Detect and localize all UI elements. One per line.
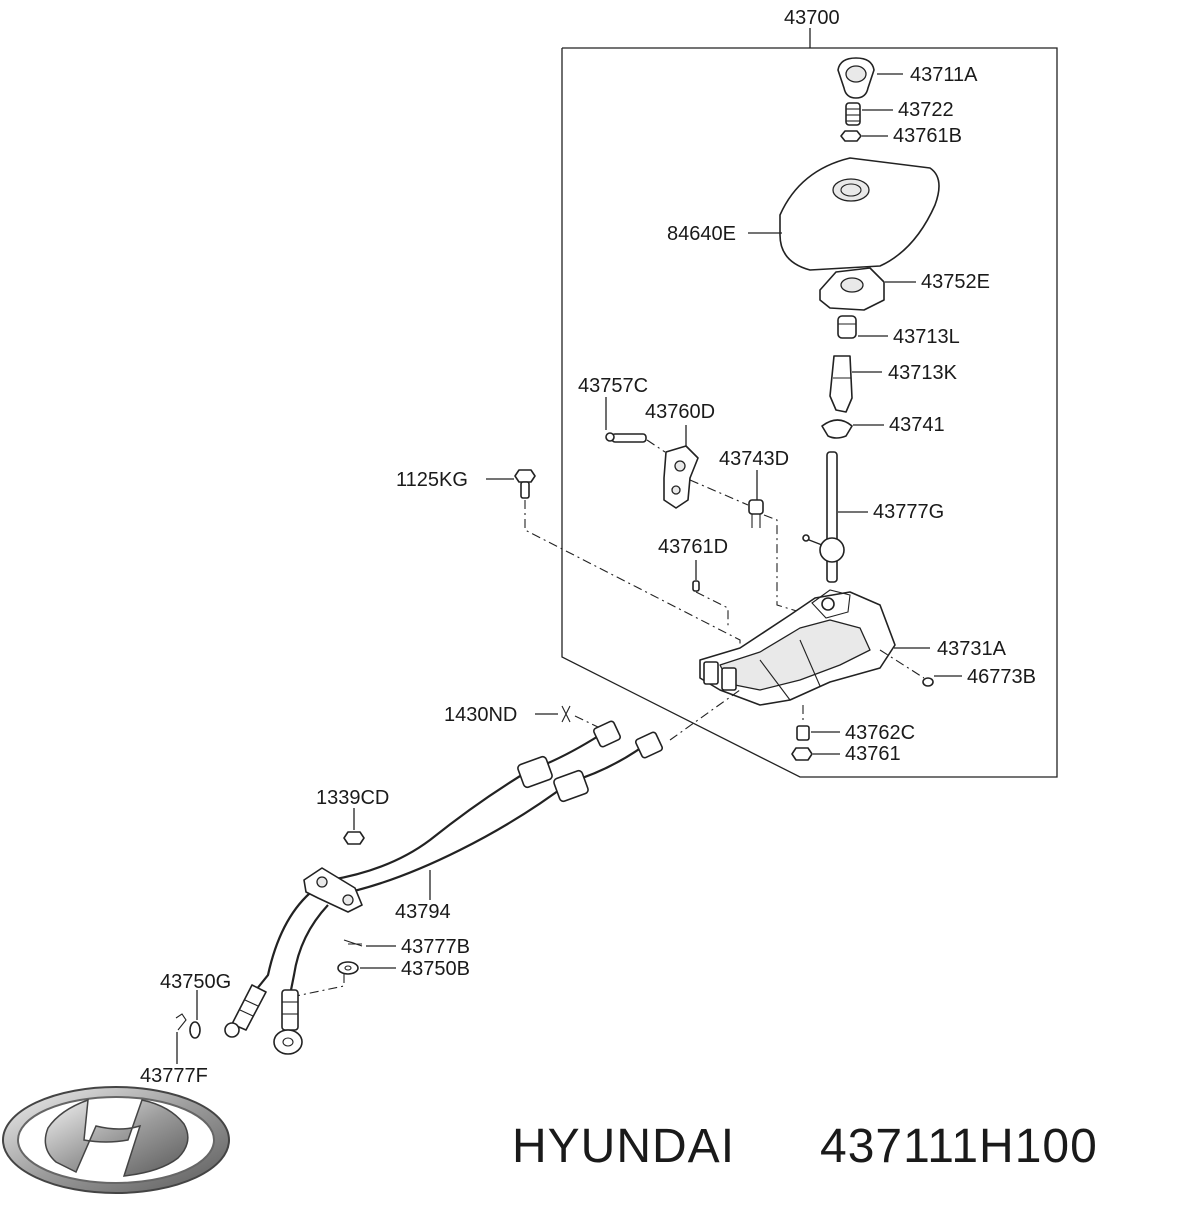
part-number: 437111H100 <box>820 1120 1098 1173</box>
brand-name: HYUNDAI <box>512 1120 735 1173</box>
label-1125KG: 1125KG <box>396 469 468 491</box>
retaining-nut <box>692 560 729 628</box>
bushing <box>837 315 888 339</box>
label-43794: 43794 <box>395 901 451 923</box>
label-43760D: 43760D <box>645 401 715 423</box>
label-43761B: 43761B <box>893 125 962 147</box>
label-43777G: 43777G <box>873 501 944 523</box>
label-43777B: 43777B <box>401 936 470 958</box>
label-43713K: 43713K <box>888 362 958 384</box>
shifter-housing <box>699 589 930 706</box>
label-43750G: 43750G <box>160 971 231 993</box>
left-clip <box>175 1013 187 1064</box>
mounting-bolt <box>486 469 741 660</box>
label-43713L: 43713L <box>893 326 960 348</box>
cable-end-clip <box>343 939 396 947</box>
label-1430ND: 1430ND <box>444 704 517 726</box>
small-nut <box>840 130 888 142</box>
label-43762C: 43762C <box>845 722 915 744</box>
housing-bushing <box>796 705 840 741</box>
label-43731A: 43731A <box>937 638 1007 660</box>
cable-clip <box>535 705 601 729</box>
shift-boot-cover <box>748 157 940 271</box>
select-lever <box>663 425 749 509</box>
label-43711A: 43711A <box>910 64 978 86</box>
label-43761: 43761 <box>845 743 901 765</box>
shift-knob <box>837 57 903 99</box>
label-43752E: 43752E <box>921 271 990 293</box>
cable-end-left <box>224 984 267 1038</box>
shift-cables <box>255 689 741 996</box>
label-84640E: 84640E <box>667 223 736 245</box>
spring <box>845 102 893 126</box>
grommet <box>879 649 962 687</box>
shift-lever-rod <box>802 451 868 583</box>
label-43743D: 43743D <box>719 448 789 470</box>
label-43750B: 43750B <box>401 958 470 980</box>
label-43757C: 43757C <box>578 375 648 397</box>
label-46773B: 46773B <box>967 666 1036 688</box>
lever-upper <box>829 355 882 413</box>
cable-bracket <box>303 867 363 913</box>
lever-clip <box>821 419 884 439</box>
small-bushing <box>748 470 801 613</box>
assembly-label: 43700 <box>784 7 840 29</box>
left-washer <box>189 990 201 1039</box>
lever-bracket <box>819 267 916 311</box>
cable-end-right <box>273 989 303 1055</box>
pin <box>605 397 666 453</box>
label-43777F: 43777F <box>140 1065 208 1087</box>
hyundai-logo-icon <box>2 1086 230 1194</box>
label-43761D: 43761D <box>658 536 728 558</box>
label-1339CD: 1339CD <box>316 787 389 809</box>
washer <box>295 961 396 997</box>
bracket-nut <box>343 808 365 845</box>
assembly-frame <box>561 28 1058 778</box>
label-43722: 43722 <box>898 99 954 121</box>
label-43741: 43741 <box>889 414 945 436</box>
housing-nut <box>791 747 840 761</box>
